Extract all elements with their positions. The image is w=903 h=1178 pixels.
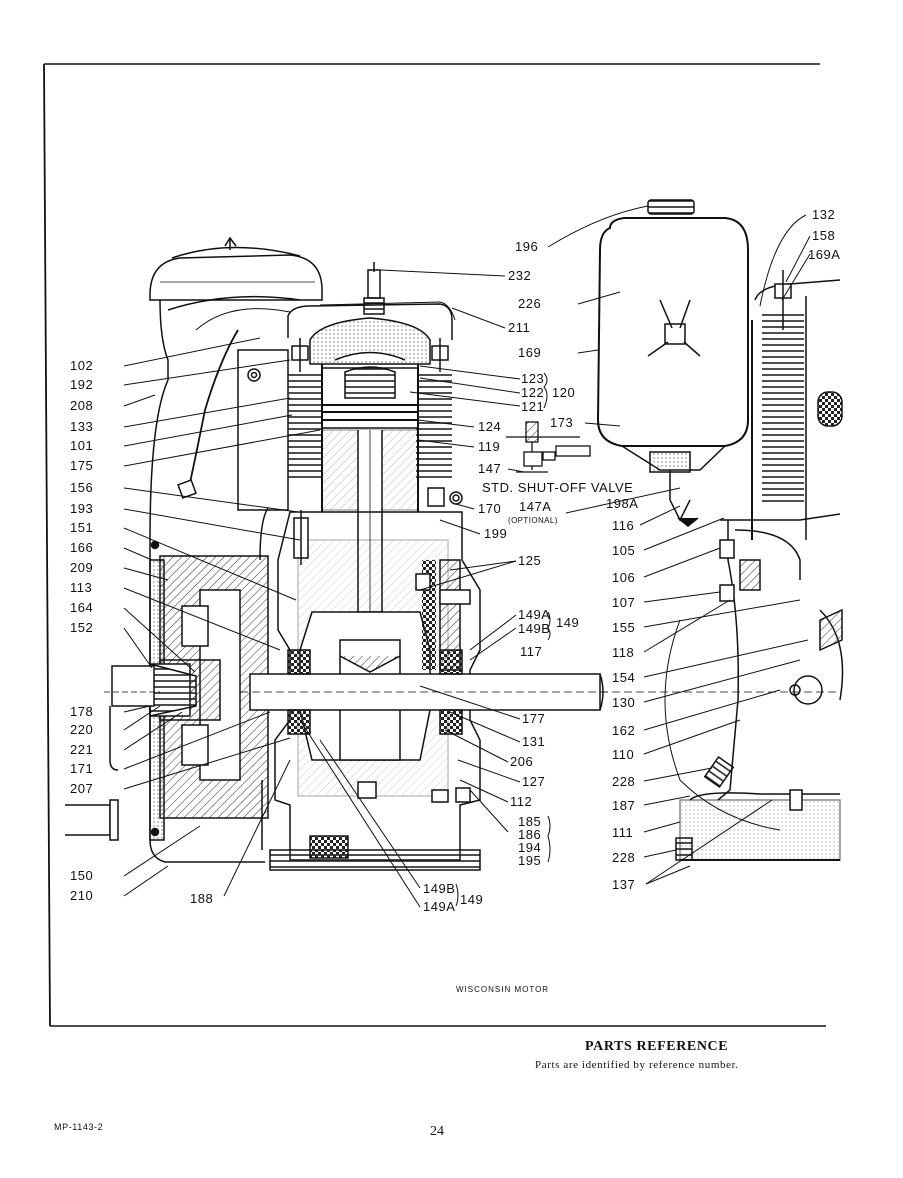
part-label: 210 — [70, 888, 94, 903]
part-label: 207 — [70, 781, 94, 796]
part-label: 124 — [478, 419, 502, 434]
part-label: 149B — [518, 621, 551, 636]
part-label: 122 — [521, 385, 545, 400]
part-label: 171 — [70, 761, 94, 776]
part-label: 152 — [70, 620, 94, 635]
page-number: 24 — [430, 1124, 444, 1139]
part-label: 220 — [70, 722, 94, 737]
page-border — [43, 63, 826, 1027]
part-label: 116 — [612, 518, 635, 533]
part-label: 120 — [552, 385, 576, 400]
part-label: 127 — [522, 774, 546, 789]
part-label: 102 — [70, 358, 94, 373]
part-label: 187 — [612, 798, 636, 813]
part-label: 206 — [510, 754, 534, 769]
diagram-caption: WISCONSIN MOTOR — [456, 985, 550, 994]
part-label: 110 — [612, 747, 635, 762]
part-label: 147A — [519, 499, 552, 514]
part-label: 186 — [518, 827, 542, 842]
part-label: 130 — [612, 695, 636, 710]
part-label: 112 — [510, 794, 533, 809]
part-label: 194 — [518, 840, 542, 855]
part-label: 228 — [612, 850, 636, 865]
part-label: 169 — [518, 345, 542, 360]
part-label: 185 — [518, 814, 542, 829]
part-label: 150 — [70, 868, 94, 883]
part-label: 169A — [808, 247, 841, 262]
section-title: PARTS REFERENCE — [585, 1039, 729, 1054]
part-label: 158 — [812, 228, 836, 243]
optional-note: (OPTIONAL) — [508, 516, 558, 525]
part-label: 198A — [606, 496, 639, 511]
part-label: 119 — [478, 439, 501, 454]
part-label: 137 — [612, 877, 636, 892]
part-label: 147 — [478, 461, 502, 476]
part-label: 125 — [518, 553, 542, 568]
part-label: 209 — [70, 560, 94, 575]
part-label: 228 — [612, 774, 636, 789]
part-label: 105 — [612, 543, 636, 558]
part-label: 149 — [556, 615, 580, 630]
part-label: 175 — [70, 458, 94, 473]
part-label: 193 — [70, 501, 94, 516]
part-label: 156 — [70, 480, 94, 495]
part-label: 164 — [70, 600, 94, 615]
section-subtitle: Parts are identified by reference number… — [535, 1059, 739, 1071]
part-label: 188 — [190, 891, 214, 906]
part-label: 117 — [520, 644, 543, 659]
part-label: 111 — [612, 825, 634, 840]
part-label: 178 — [70, 704, 94, 719]
shut-off-valve-drawing — [506, 421, 591, 473]
part-label: 149A — [518, 607, 551, 622]
part-label: 170 — [478, 501, 502, 516]
part-label: 192 — [70, 377, 94, 392]
part-label: 173 — [550, 415, 574, 430]
part-label: 133 — [70, 419, 94, 434]
part-label: 106 — [612, 570, 636, 585]
part-label: 149A — [423, 899, 456, 914]
fuel-tank-side-view — [596, 199, 844, 861]
part-label: 226 — [518, 296, 542, 311]
part-label: 199 — [484, 526, 508, 541]
part-label: 101 — [70, 438, 94, 453]
part-label: 132 — [812, 207, 836, 222]
part-label: 166 — [70, 540, 94, 555]
part-label: 177 — [522, 711, 546, 726]
part-label: 208 — [70, 398, 94, 413]
leader-lines — [123, 205, 811, 908]
part-label: 154 — [612, 670, 636, 685]
part-label: 149 — [460, 892, 484, 907]
part-label: 221 — [70, 742, 94, 757]
part-label: 121 — [521, 399, 545, 414]
flywheel-shroud-assembly — [65, 236, 323, 863]
part-label: 149B — [423, 881, 456, 896]
part-label: 195 — [518, 853, 542, 868]
document-code: MP-1143-2 — [54, 1122, 104, 1132]
part-label: 162 — [612, 723, 636, 738]
part-label: 232 — [508, 268, 532, 283]
part-label: 118 — [612, 645, 635, 660]
part-label: 131 — [522, 734, 546, 749]
part-label: 123 — [521, 371, 545, 386]
part-label: 113 — [70, 580, 93, 595]
part-label: 211 — [508, 320, 531, 335]
part-label: 107 — [612, 595, 636, 610]
part-label: 196 — [515, 239, 539, 254]
valve-note: STD. SHUT-OFF VALVE — [482, 480, 634, 495]
part-label: 155 — [612, 620, 636, 635]
cylinder-crankcase-section — [240, 262, 610, 871]
part-label: 151 — [70, 520, 94, 535]
